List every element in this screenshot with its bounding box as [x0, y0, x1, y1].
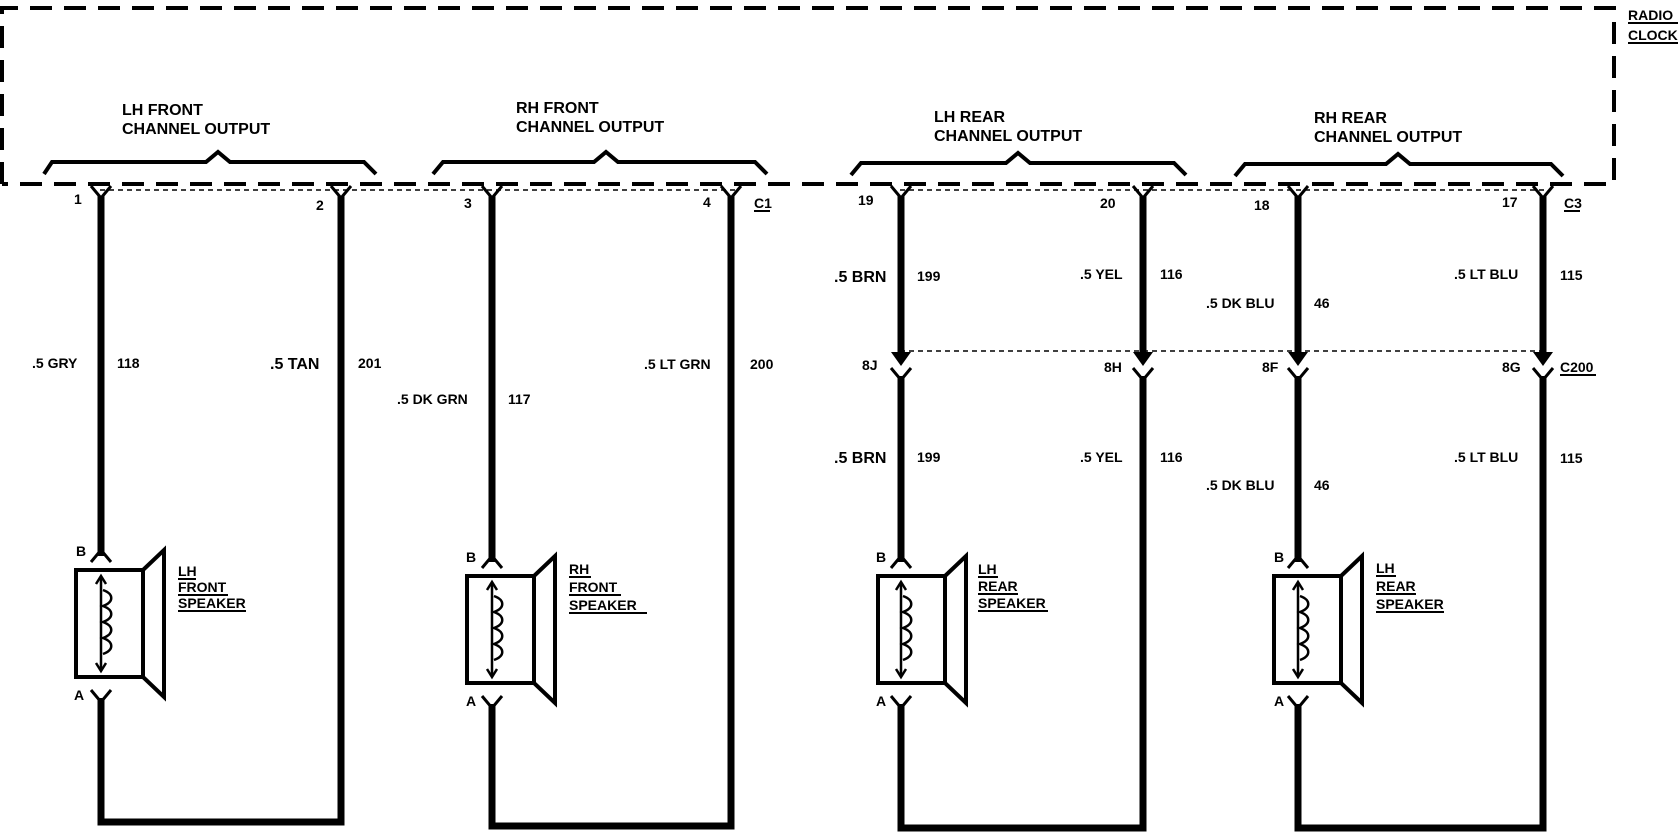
pin-17: 17 — [1502, 194, 1518, 210]
pin-19: 19 — [858, 192, 874, 208]
group-lh-rear-line2: CHANNEL OUTPUT — [934, 128, 1082, 145]
wire-115a-circuit: 115 — [1560, 267, 1583, 283]
group-rh-front-line1: RH FRONT — [516, 100, 599, 117]
brace-lh-rear — [849, 150, 1188, 177]
module-label-line2: CLOCK — [1628, 27, 1678, 43]
brace-rh-rear — [1233, 151, 1565, 178]
speaker-rh-front-label-2: FRONT — [569, 579, 618, 595]
wire-116b-circuit: 116 — [1160, 449, 1183, 465]
pin-8f: 8F — [1262, 359, 1279, 375]
speaker-lh-rear-label-2: REAR — [978, 578, 1018, 594]
speaker-rh-rear-term-a: A — [1274, 693, 1284, 709]
wire-116a-circuit: 116 — [1160, 266, 1183, 282]
wire-199a-color: .5 BRN — [834, 269, 886, 286]
speaker-lh-front-term-a: A — [74, 687, 84, 703]
wire-201-circuit: 201 — [358, 355, 382, 371]
connector-c3-label: C3 — [1564, 195, 1582, 211]
speaker-lh-front-term-b: B — [76, 543, 86, 559]
speaker-rh-front-label-3: SPEAKER — [569, 597, 637, 613]
speaker-rh-rear-label-2: REAR — [1376, 578, 1416, 594]
pin-4: 4 — [703, 194, 711, 210]
wire-116a-color: .5 YEL — [1080, 266, 1123, 282]
group-lh-front-line2: CHANNEL OUTPUT — [122, 121, 270, 138]
wires-lh-front — [97, 196, 345, 826]
wire-115a-color: .5 LT BLU — [1454, 266, 1518, 282]
speaker-lh-front: B A LH FRONT SPEAKER — [74, 543, 246, 705]
speaker-rh-front-label-1: RH — [569, 561, 589, 577]
speaker-lh-rear-term-b: B — [876, 549, 886, 565]
pin-20: 20 — [1100, 195, 1116, 211]
speaker-rh-rear-label-1: LH — [1376, 560, 1395, 576]
speaker-rh-rear-label-3: SPEAKER — [1376, 596, 1444, 612]
wire-46a-color: .5 DK BLU — [1206, 295, 1274, 311]
group-lh-front-line1: LH FRONT — [122, 102, 203, 119]
speaker-rh-front-term-b: B — [466, 549, 476, 565]
speaker-lh-rear-label-1: LH — [978, 561, 997, 577]
speaker-lh-front-label-2: FRONT — [178, 579, 227, 595]
wires-rh-rear — [1294, 196, 1547, 832]
speaker-rh-front-term-a: A — [466, 693, 476, 709]
c200-chevrons — [889, 367, 1555, 383]
wires-rh-front — [488, 196, 735, 830]
wire-118-color: .5 GRY — [32, 355, 78, 371]
wire-118-circuit: 118 — [117, 355, 140, 371]
wire-200-circuit: 200 — [750, 356, 774, 372]
group-rh-rear-line2: CHANNEL OUTPUT — [1314, 129, 1462, 146]
wire-46b-color: .5 DK BLU — [1206, 477, 1274, 493]
wire-46b-circuit: 46 — [1314, 477, 1330, 493]
speaker-rh-rear-term-b: B — [1274, 549, 1284, 565]
wire-116b-color: .5 YEL — [1080, 449, 1123, 465]
radio-clock-module-outline — [0, 6, 1616, 186]
group-lh-rear-line1: LH REAR — [934, 109, 1006, 126]
c200-arrowheads — [891, 352, 1553, 366]
wire-115b-color: .5 LT BLU — [1454, 449, 1518, 465]
speaker-lh-front-label-3: SPEAKER — [178, 595, 246, 611]
wire-199b-color: .5 BRN — [834, 450, 886, 467]
wire-117-circuit: 117 — [508, 391, 531, 407]
pin-8j: 8J — [862, 357, 878, 373]
wire-201-color: .5 TAN — [270, 356, 319, 373]
module-label-line1: RADIO — [1628, 7, 1673, 23]
wire-46a-circuit: 46 — [1314, 295, 1330, 311]
pin-8g: 8G — [1502, 359, 1521, 375]
wire-199b-circuit: 199 — [917, 449, 941, 465]
speaker-lh-rear: B A LH REAR SPEAKER — [876, 549, 1048, 711]
speaker-lh-rear-label-3: SPEAKER — [978, 595, 1046, 611]
speaker-rh-front: B A RH FRONT SPEAKER — [465, 549, 647, 711]
brace-rh-front — [431, 149, 769, 176]
speaker-lh-front-label-1: LH — [178, 563, 197, 579]
wires-lh-rear — [897, 196, 1147, 832]
brace-lh-front — [42, 149, 378, 176]
connector-c1-label: C1 — [754, 195, 772, 211]
wire-117-color: .5 DK GRN — [397, 391, 468, 407]
group-rh-front-line2: CHANNEL OUTPUT — [516, 119, 664, 136]
pin-1: 1 — [74, 191, 82, 207]
connector-c200-label: C200 — [1560, 359, 1594, 375]
speaker-lh-rear-term-a: A — [876, 693, 886, 709]
terminal-chevrons-top — [89, 185, 1555, 201]
wire-115b-circuit: 115 — [1560, 450, 1583, 466]
group-rh-rear-line1: RH REAR — [1314, 110, 1387, 127]
pin-3: 3 — [464, 195, 472, 211]
pin-8h: 8H — [1104, 359, 1122, 375]
pin-18: 18 — [1254, 197, 1270, 213]
wire-200-color: .5 LT GRN — [644, 356, 711, 372]
pin-2: 2 — [316, 197, 324, 213]
speaker-rh-rear-lh-label: B A LH REAR SPEAKER — [1272, 549, 1444, 711]
wire-199a-circuit: 199 — [917, 268, 941, 284]
